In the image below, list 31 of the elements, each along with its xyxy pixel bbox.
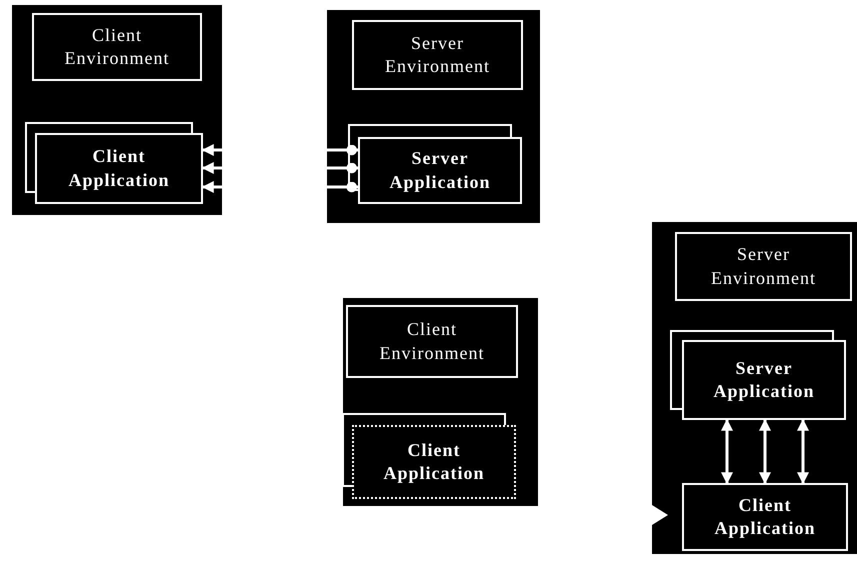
component-box	[35, 133, 203, 204]
component-label: Server Environment	[710, 243, 817, 290]
component-box	[675, 232, 852, 301]
component-label: Server Application	[712, 356, 816, 403]
component-box	[352, 20, 523, 90]
component-box	[682, 483, 848, 551]
component-box	[346, 305, 518, 378]
environment-panel	[327, 10, 540, 223]
component-box	[32, 13, 202, 81]
connector-line	[327, 162, 358, 174]
component-box	[352, 425, 516, 499]
arrow	[721, 418, 733, 484]
component-label: Client Application	[67, 145, 171, 192]
component-box	[358, 137, 522, 204]
component-label: Server Application	[388, 147, 492, 194]
component-label: Client Environment	[378, 318, 486, 364]
connector-line	[327, 182, 358, 192]
environment-panel	[12, 5, 222, 215]
component-box	[682, 340, 846, 420]
environment-panel	[343, 298, 538, 506]
connector-line	[327, 144, 358, 156]
arrow	[797, 418, 809, 484]
environment-panel	[652, 222, 857, 554]
component-label: Client Application	[713, 494, 817, 540]
arrow	[202, 181, 222, 193]
component-label: Client Application	[382, 438, 486, 485]
component-label: Server Environment	[384, 32, 491, 78]
arrow	[202, 162, 222, 174]
component-label: Client Environment	[64, 24, 170, 70]
arrow	[759, 418, 771, 484]
arrow	[202, 144, 222, 156]
